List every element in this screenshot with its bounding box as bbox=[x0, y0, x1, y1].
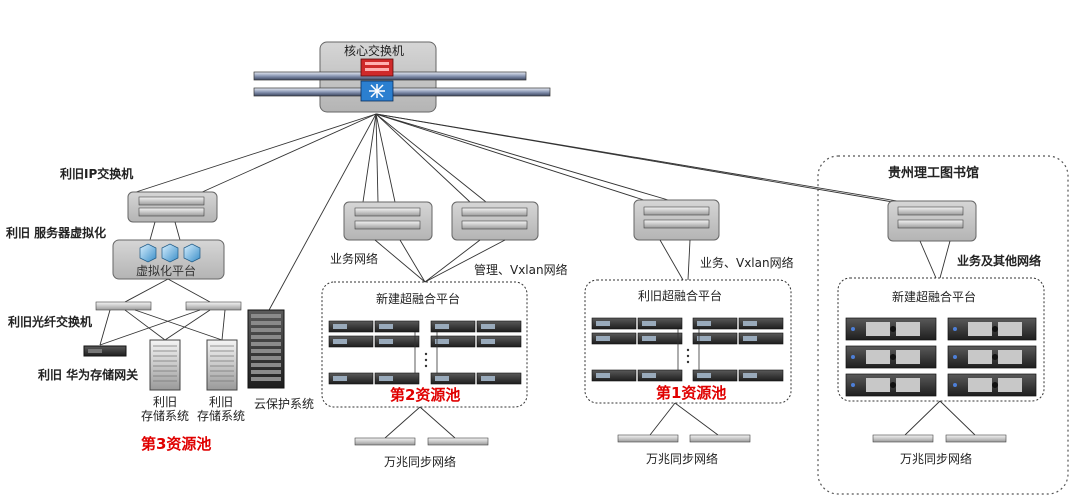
campus-title: 贵州理工图书馆 bbox=[888, 166, 980, 181]
storage1-line2: 存储系统 bbox=[140, 409, 189, 423]
pool1-sync-net-label: 万兆同步网络 bbox=[646, 452, 719, 466]
server-virt-label: 利旧 服务器虚拟化 bbox=[6, 226, 107, 240]
pool2-box bbox=[321, 281, 528, 408]
storage1-line1: 利旧 bbox=[152, 395, 177, 409]
core-links bbox=[132, 113, 904, 313]
storage2-line2: 存储系统 bbox=[196, 409, 245, 423]
storage-gateway-label: 利旧 华为存储网关 bbox=[38, 368, 139, 382]
pool2-mgmt-net-label: 管理、Vxlan网络 bbox=[474, 263, 568, 277]
pool2-business-switch bbox=[343, 201, 433, 241]
core-switch bbox=[253, 41, 551, 113]
campus-servers bbox=[845, 317, 1037, 397]
pool2-sync-net-label: 万兆同步网络 bbox=[384, 455, 457, 469]
pool3-label: 第3资源池 bbox=[141, 435, 212, 453]
pool1-net-label: 业务、Vxlan网络 bbox=[700, 256, 794, 270]
cloud-protect-label: 云保护系统 bbox=[254, 397, 315, 411]
core-bus-bottom bbox=[253, 87, 551, 97]
storage2-line1: 利旧 bbox=[208, 395, 233, 409]
pool1-servers bbox=[591, 317, 784, 382]
storage-array-1 bbox=[149, 339, 181, 391]
pool2-mgmt-switch bbox=[451, 201, 539, 241]
fc-switch-left bbox=[95, 301, 152, 311]
pool2-business-net-label: 业务网络 bbox=[330, 252, 379, 266]
campus-net-label: 业务及其他网络 bbox=[957, 254, 1042, 268]
pool1-platform-label: 利旧超融合平台 bbox=[638, 289, 723, 303]
campus-switch bbox=[887, 200, 977, 242]
storage-array-2 bbox=[206, 339, 238, 391]
pool1-switch bbox=[633, 199, 720, 241]
pool2-label: 第2资源池 bbox=[390, 386, 461, 404]
cloud-protect-rack bbox=[247, 309, 285, 389]
firewall-icon bbox=[360, 58, 394, 77]
core-switch-label: 核心交换机 bbox=[344, 44, 405, 58]
pool2-servers bbox=[328, 320, 522, 385]
campus-pool-box bbox=[837, 277, 1045, 402]
campus-sync-net-label: 万兆同步网络 bbox=[900, 452, 973, 466]
storage-gateway bbox=[83, 345, 127, 357]
pool1-sync-switches bbox=[617, 434, 751, 443]
campus-platform-label: 新建超融合平台 bbox=[892, 290, 977, 304]
vm-cube-icon bbox=[139, 243, 201, 263]
campus-sync-switches bbox=[872, 434, 1007, 443]
ip-switch bbox=[127, 191, 218, 223]
fc-switch-right bbox=[185, 301, 242, 311]
pool2-sync-switches bbox=[354, 437, 489, 446]
campus-boundary bbox=[817, 155, 1069, 495]
pool2-platform-label: 新建超融合平台 bbox=[376, 292, 461, 306]
pool1-label: 第1资源池 bbox=[656, 384, 727, 402]
pool1-box bbox=[584, 279, 792, 404]
virt-platform-label: 虚拟化平台 bbox=[136, 264, 197, 278]
fc-switch-label: 利旧光纤交换机 bbox=[8, 315, 93, 329]
virtualization-platform bbox=[112, 239, 225, 280]
ip-switch-label: 利旧IP交换机 bbox=[60, 167, 134, 181]
